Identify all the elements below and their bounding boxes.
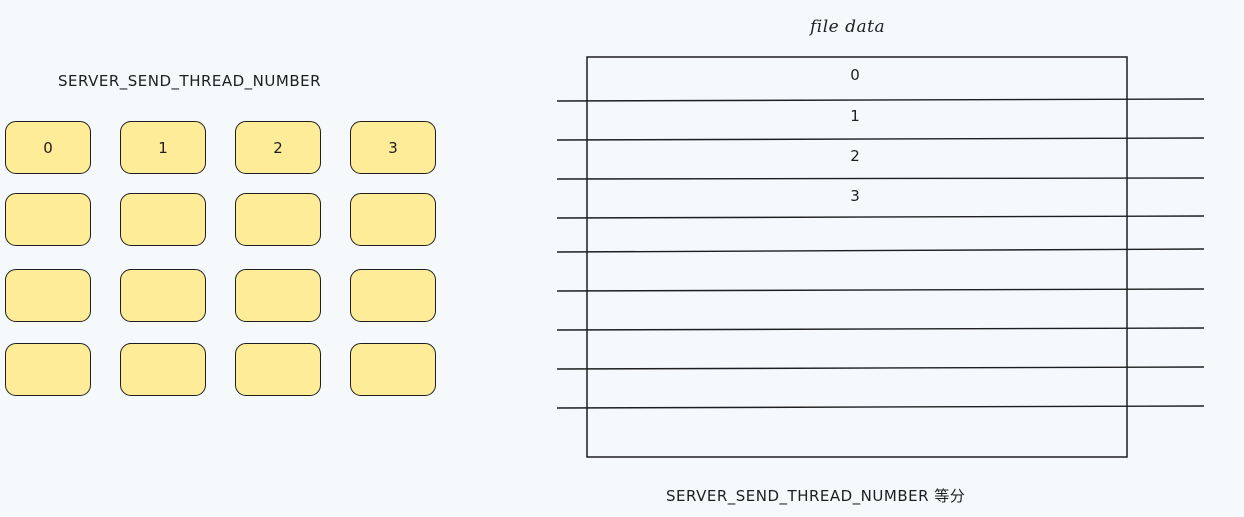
thread-cell-label: 2	[273, 138, 283, 157]
thread-cell	[350, 193, 436, 246]
thread-cell	[350, 343, 436, 396]
file-divider-line	[556, 366, 1205, 370]
thread-cell	[5, 343, 91, 396]
thread-cell-label: 0	[43, 138, 53, 157]
file-divider-lines	[556, 98, 1205, 409]
file-row-label: 1	[850, 107, 860, 125]
thread-cell	[350, 269, 436, 322]
thread-cell	[120, 343, 206, 396]
file-data-title: file data	[810, 17, 886, 37]
file-row-label: 3	[850, 187, 860, 205]
thread-cell	[235, 193, 321, 246]
thread-cell-label: 1	[158, 138, 168, 157]
file-data-box	[586, 56, 1128, 458]
thread-cell: 3	[350, 121, 436, 174]
thread-cell	[120, 269, 206, 322]
file-split-caption: SERVER_SEND_THREAD_NUMBER 等分	[666, 487, 966, 505]
file-divider-line	[556, 215, 1205, 219]
thread-cell	[5, 269, 91, 322]
thread-cell: 0	[5, 121, 91, 174]
thread-cell: 2	[235, 121, 321, 174]
file-divider-line	[556, 177, 1205, 180]
file-divider-line	[556, 405, 1205, 409]
file-divider-line	[556, 248, 1205, 253]
file-divider-line	[556, 288, 1205, 292]
file-divider-line	[556, 98, 1205, 102]
thread-cell-label: 3	[388, 138, 398, 157]
thread-grid-title: SERVER_SEND_THREAD_NUMBER	[58, 72, 322, 90]
file-divider-line	[556, 137, 1205, 141]
thread-cell	[5, 193, 91, 246]
file-row-label: 2	[850, 147, 860, 165]
thread-cell	[235, 343, 321, 396]
file-divider-line	[556, 327, 1205, 331]
thread-cell: 1	[120, 121, 206, 174]
file-row-label: 0	[850, 66, 860, 84]
thread-cell	[120, 193, 206, 246]
thread-cell	[235, 269, 321, 322]
